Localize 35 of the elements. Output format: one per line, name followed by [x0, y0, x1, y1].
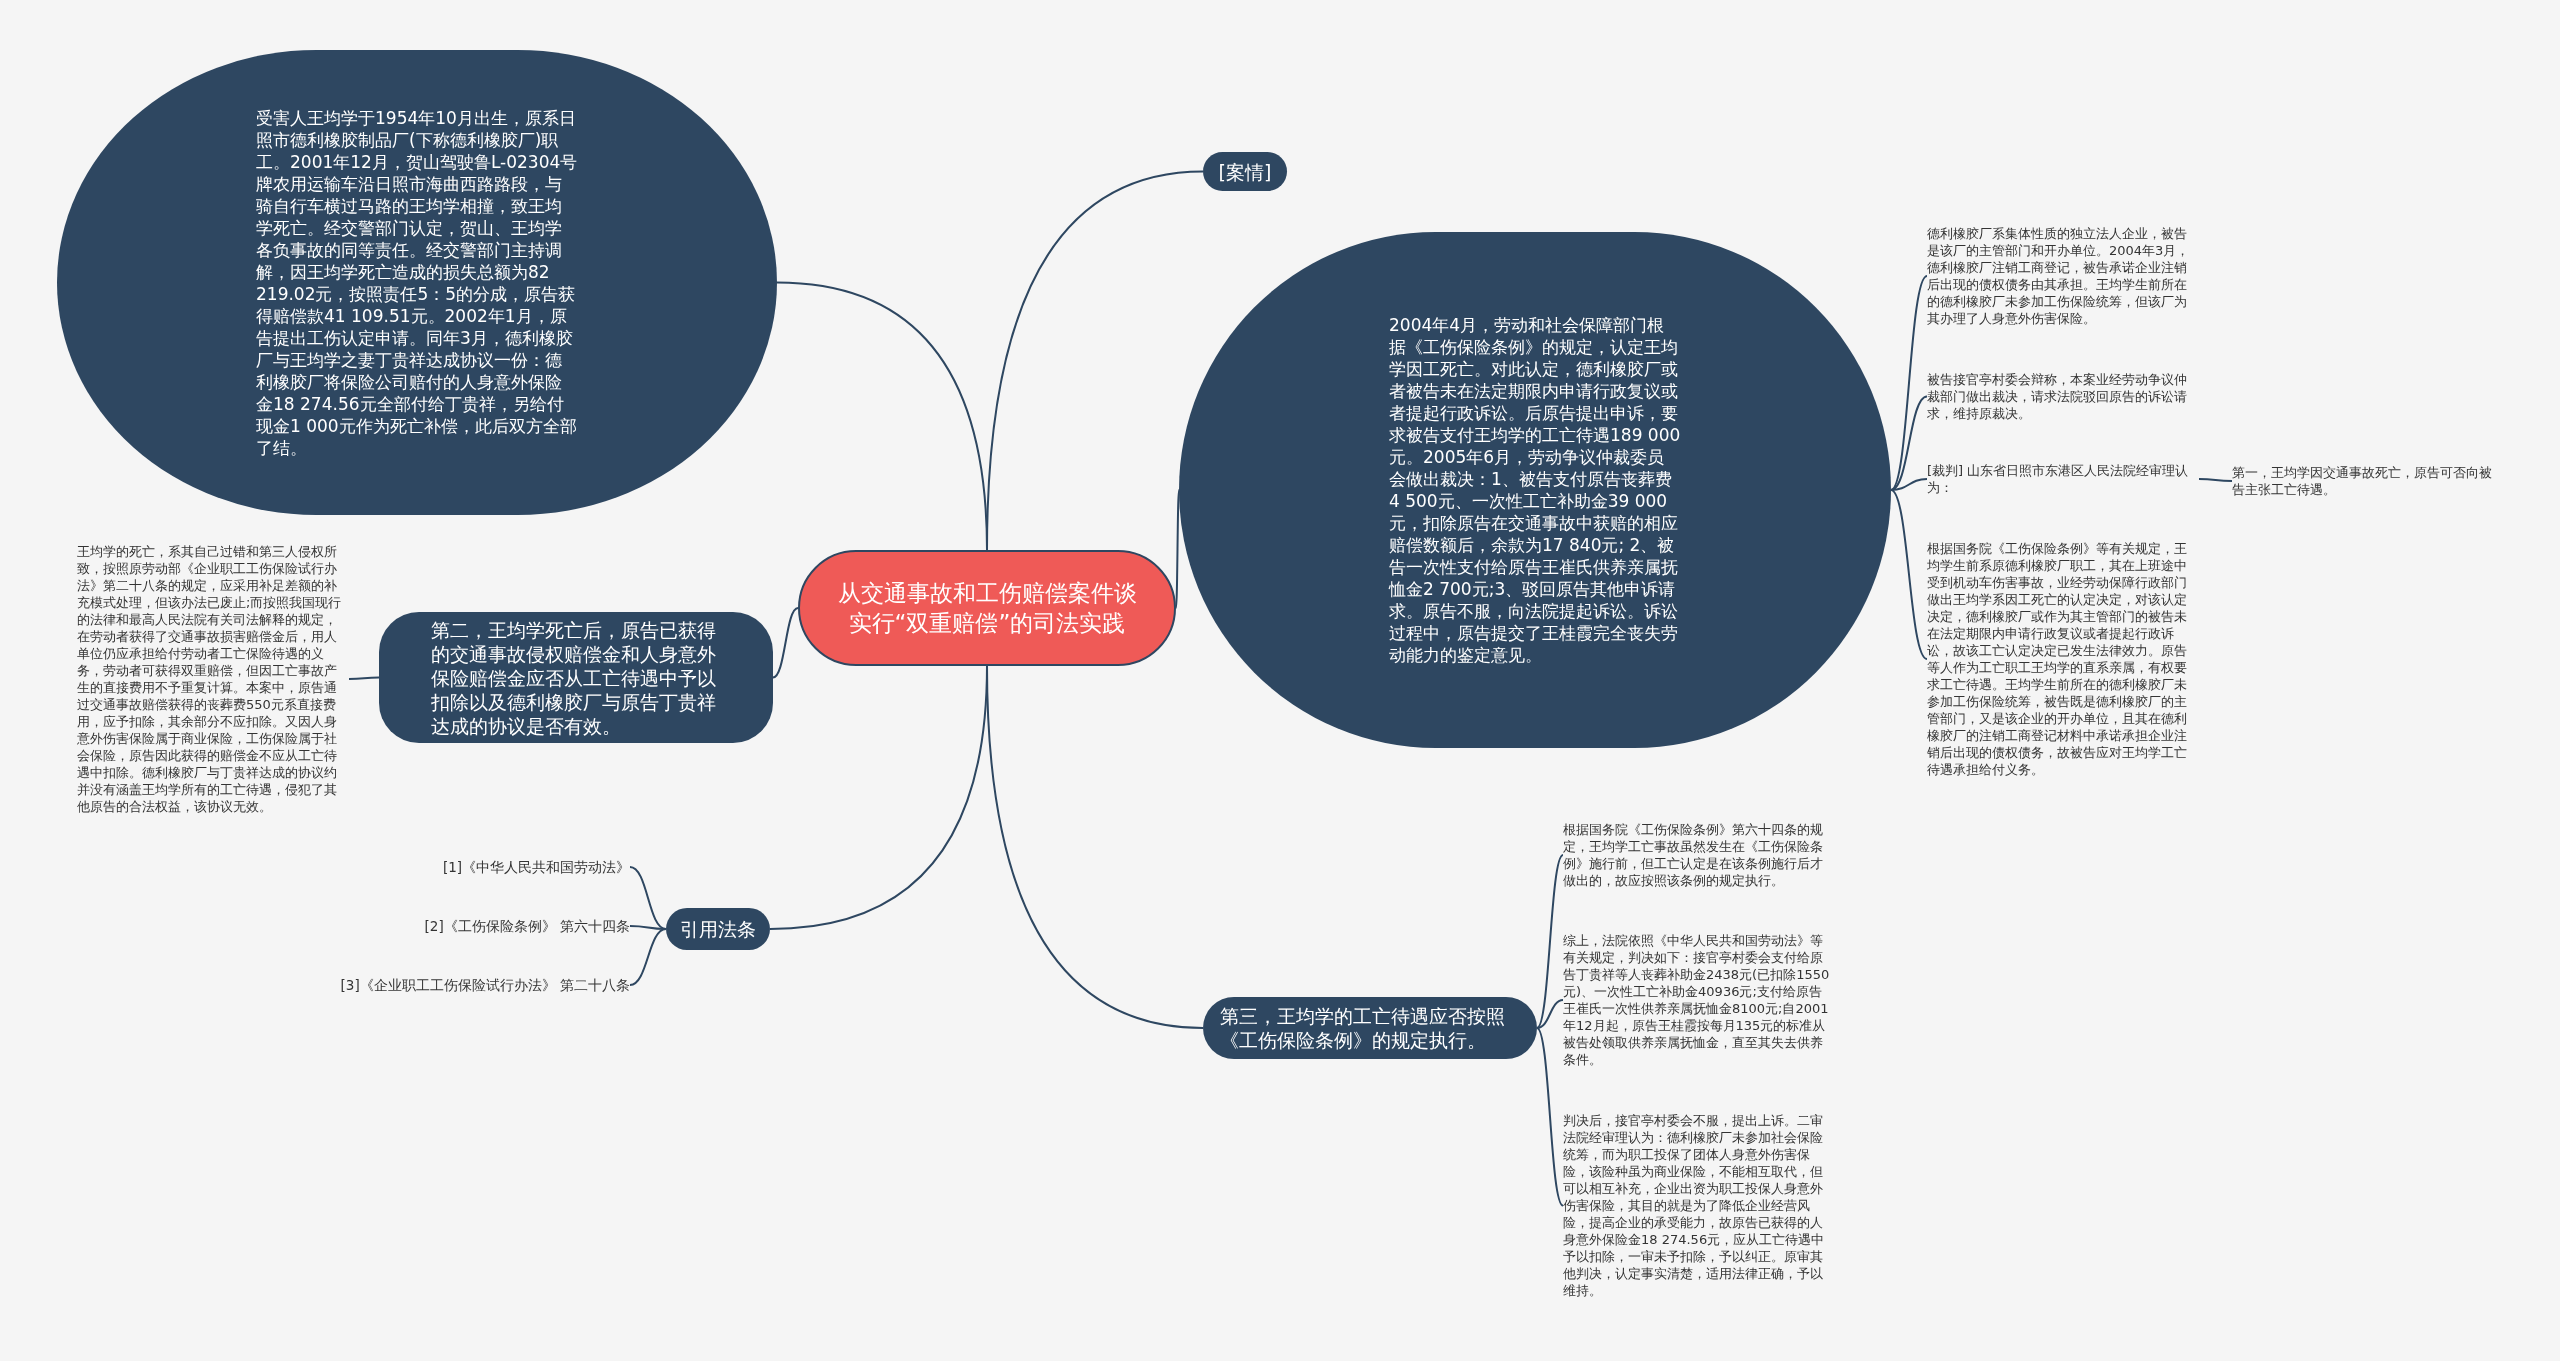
connector-line: [776, 281, 988, 551]
topic-pill: [1203, 152, 1287, 191]
central-topic: 从交通事故和工伤赔偿案件谈实行“双重赔偿”的司法实践: [798, 550, 1176, 666]
connector-line: [1890, 395, 1928, 491]
reference-text: [1]《中华人民共和国劳动法》: [300, 858, 630, 876]
topic-text: 第二，王均学死亡后，原告已获得的交通事故侵权赔偿金和人身意外保险赔偿金应否从工亡待遇中予以扣除以及德利橡胶厂与原告丁贵祥达成的协议是否有效。: [431, 617, 717, 738]
topic-text: 2004年4月，劳动和社会保障部门根据《工伤保险条例》的规定，认定王均学因工死亡。对此认定，德利橡胶厂或者被告未在法定期限内申请行政复议或者提起行政诉讼。后原告提出申诉，要求被告支付王均学的工亡待遇189 000元。2005年6月，劳动争议仲裁委员会做出裁决：1、被告支付原告丧葬费4 500元、一次性工亡补助金39 000元，扣除原告在交通事故中获赔的相应赔偿数额后，余款为17 840元; 2、被告一次性支付给原告王崔氏供养亲属抚恤金2 700元;3、驳回原告其他申诉请求。原告不服，向法院提起诉讼。诉讼过程中，原告提交了王桂霞完全丧失劳动能力的鉴定意见。: [1389, 314, 1681, 666]
connector-line: [1536, 854, 1564, 1029]
connector-line: [348, 676, 380, 680]
topic-text: 引用法条: [680, 917, 756, 941]
note-text: 综上，法院依照《中华人民共和国劳动法》等有关规定，判决如下：接官亭村委会支付给原告丁贵祥等人丧葬补助金2438元(已扣除1550元)、一次性工亡补助金40936元;支付给原告王崔氏一次性供养亲属抚恤金8100元;自2001年12月起，原告王桂霞按每月135元的标准从被告处领取供养亲属抚恤金，直至其失去供养条件。: [1563, 932, 1833, 1068]
reference-text: [3]《企业职工工伤保险试行办法》 第二十八条: [300, 976, 630, 994]
topic-pill: [379, 612, 773, 743]
topic-text: 第三，王均学的工亡待遇应否按照《工伤保险条例》的规定执行。: [1220, 1004, 1506, 1052]
note-text: [裁判] 山东省日照市东港区人民法院经审理认为：: [1927, 462, 2199, 496]
note-text: 第一，王均学因交通事故死亡，原告可否向被告主张工亡待遇。: [2232, 464, 2504, 498]
note-text: 德利橡胶厂系集体性质的独立法人企业，被告是该厂的主管部门和开办单位。2004年3月，德利橡胶厂注销工商登记，被告承诺企业注销后出现的债权债务由其承担。王均学生前所在的德利橡胶厂未参加工伤保险统筹，但该厂为其办理了人身意外伤害保险。: [1927, 225, 2199, 327]
connector-line: [1890, 275, 1928, 491]
connector-line: [1890, 489, 1928, 660]
note-text: 根据国务院《工伤保险条例》等有关规定，王均学生前系原德利橡胶厂职工，其在上班途中受到机动车伤害事故，业经劳动保障行政部门做出王均学系因工死亡的认定决定，对该认定决定，德利橡胶厂或作为其主管部门的被告未在法定期限内申请行政复议或者提起行政诉讼，故该工亡认定决定已发生法律效力。原告等人作为工亡职工王均学的直系亲属，有权要求工亡待遇。王均学生前所在的德利橡胶厂未参加工伤保险统筹，被告既是德利橡胶厂的主管部门，又是该企业的开办单位，且其在德利橡胶厂的注销工商登记材料中承诺承担企业注销后出现的债权债务，故被告应对王均学工亡待遇承担给付义务。: [1927, 540, 2199, 778]
connector-line: [629, 928, 667, 986]
note-text: 根据国务院《工伤保险条例》第六十四条的规定，王均学工亡事故虽然发生在《工伤保险条例》施行前，但工亡认定是在该条例施行后才做出的，故应按照该条例的规定执行。: [1563, 821, 1833, 889]
connector-line: [2198, 478, 2233, 482]
reference-text: [2]《工伤保险条例》 第六十四条: [300, 917, 630, 935]
connector-line: [1536, 1027, 1564, 1207]
connector-line: [1536, 999, 1564, 1029]
connector-line: [1890, 478, 1928, 491]
connector-line: [629, 866, 667, 930]
connector-line: [772, 607, 799, 679]
topic-pill: [666, 908, 770, 950]
topic-text: 受害人王均学于1954年10月出生，原系日照市德利橡胶制品厂(下称德利橡胶厂)职工。2001年12月，贺山驾驶鲁L-02304号牌农用运输车沿日照市海曲西路路段，与骑自行车横过马路的王均学相撞，致王均学死亡。经交警部门认定，贺山、王均学各负事故的同等责任。经交警部门主持调解，因王均学死亡造成的损失总额为82 219.02元，按照责任5：5的分成，原告获得赔偿款41 109.51元。2002年1月，原告提出工伤认定申请。同年3月，德利橡胶厂与王均学之妻丁贵祥达成协议一份：德利橡胶厂将保险公司赔付的人身意外保险金18 274.56元全部付给丁贵祥，另给付现金1 000元作为死亡补偿，此后双方全部了结。: [256, 106, 578, 459]
note-text: 被告接官亭村委会辩称，本案业经劳动争议仲裁部门做出裁决，请求法院驳回原告的诉讼请求，维持原裁决。: [1927, 371, 2199, 422]
topic-text: [案情]: [1218, 159, 1272, 184]
note-text: 王均学的死亡，系其自己过错和第三人侵权所致，按照原劳动部《企业职工工伤保险试行办法》第二十八条的规定，应采用补足差额的补充模式处理，但该办法已废止;而按照我国现行的法律和最高人民法院有关司法解释的规定，在劳动者获得了交通事故损害赔偿金后，用人单位仍应承担给付劳动者工亡保险待遇的义务，劳动者可获得双重赔偿，但因工亡事故产生的直接费用不予重复计算。本案中，原告通过交通事故赔偿获得的丧葬费550元系直接费用，应予扣除，其余部分不应扣除。又因人身意外伤害保险属于商业保险，工伤保险属于社会保险，原告因此获得的赔偿金不应从工亡待遇中扣除。德利橡胶厂与丁贵祥达成的协议约并没有涵盖王均学所有的工亡待遇，侵犯了其他原告的合法权益，该协议无效。: [77, 543, 349, 815]
note-text: 判决后，接官亭村委会不服，提出上诉。二审法院经审理认为：德利橡胶厂未参加社会保险统筹，而为职工投保了团体人身意外伤害保险，该险种虽为商业保险，不能相互取代，但可以相互补充，企业出资为职工投保人身意外伤害保险，其目的就是为了降低企业经营风险，提高企业的承受能力，故原告已获得的人身意外保险金18 274.56元，应从工亡待遇中予以扣除，一审未予扣除，予以纠正。原审其他判决，认定事实清楚，适用法律正确，予以维持。: [1563, 1112, 1833, 1299]
